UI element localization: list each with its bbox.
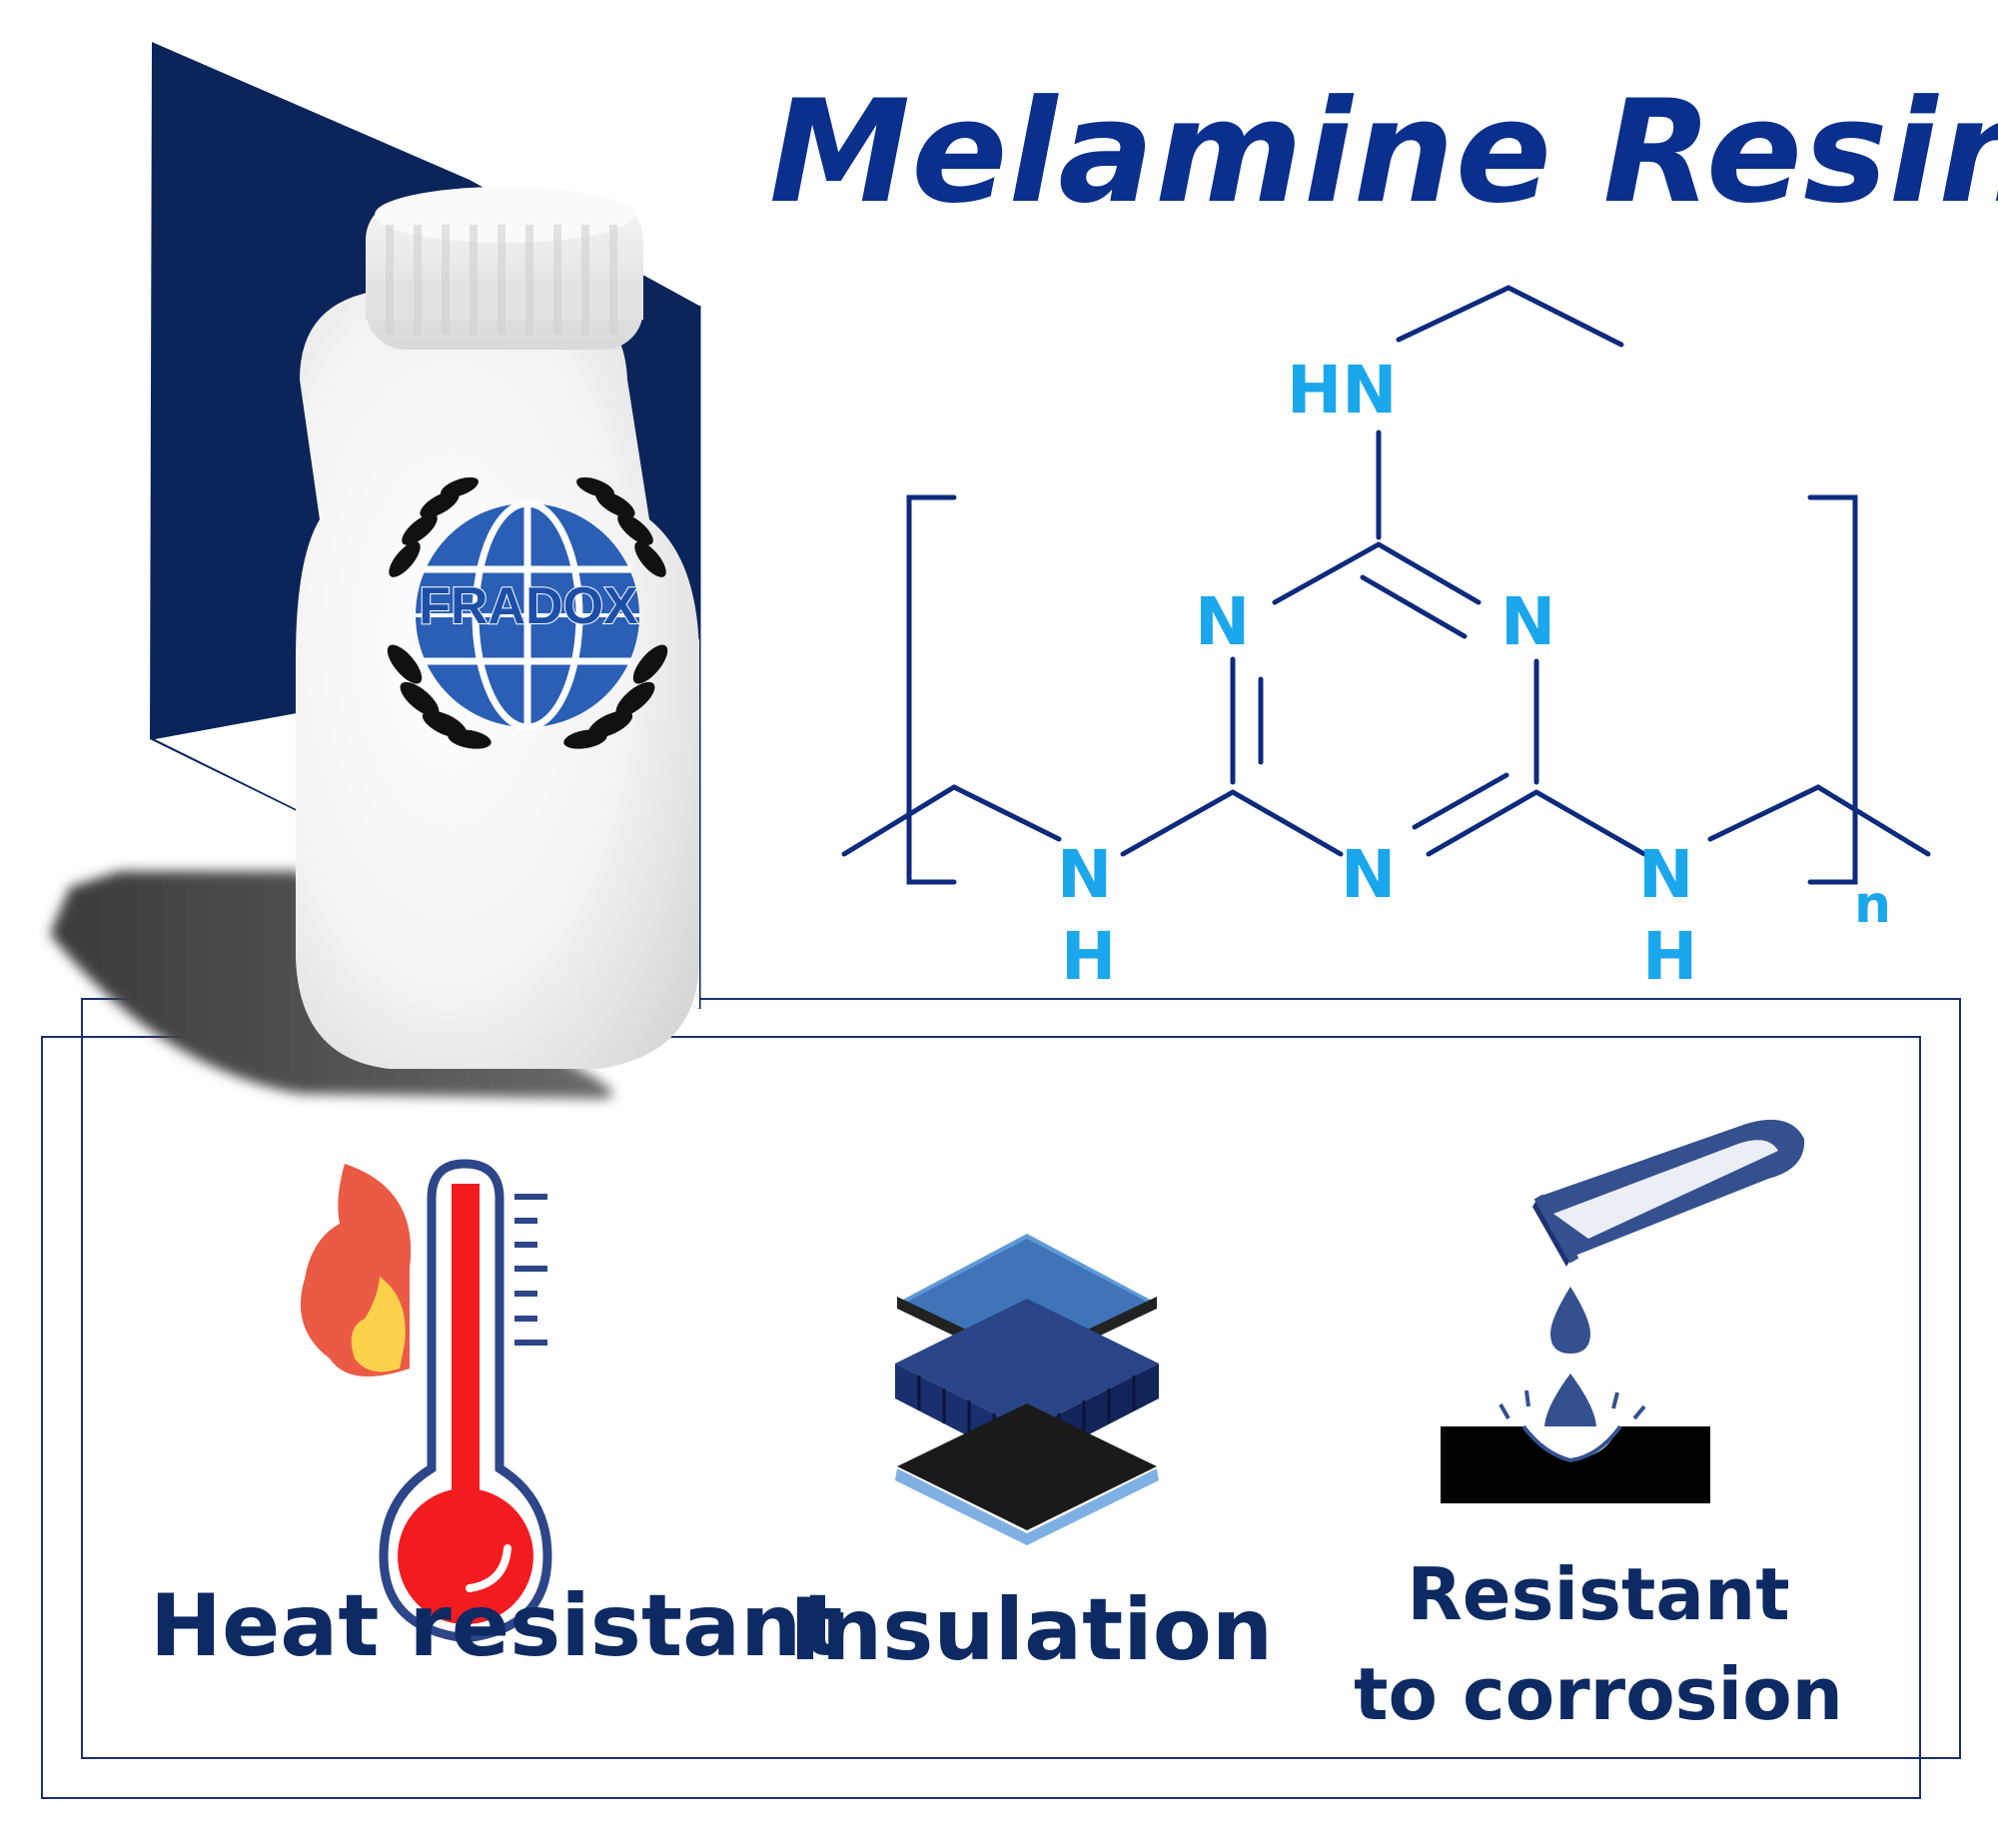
corrosion-label-line1: Resistant	[1407, 1552, 1790, 1636]
atom-nh-left-h: H	[1061, 918, 1117, 995]
insulation-label: Insulation	[789, 1580, 1274, 1680]
outer-frame-front	[41, 1036, 1921, 1799]
surface-block	[1441, 1424, 1710, 1503]
outer-frame-back	[81, 998, 1961, 1759]
atom-n-ring-right: N	[1500, 583, 1556, 660]
atom-nh-right-h: H	[1642, 918, 1698, 995]
thermometer-icon	[379, 1159, 552, 1643]
atom-n-ring-left: N	[1195, 583, 1251, 660]
brand-logo	[387, 476, 668, 749]
brand-name: FRADOX	[418, 577, 639, 635]
corrosion-label-line2: to corrosion	[1354, 1652, 1843, 1736]
backdrop-edge	[149, 707, 291, 739]
atom-nh-right-n: N	[1638, 836, 1694, 913]
atom-nh-left-n: N	[1057, 836, 1113, 913]
molecule-bonds	[841, 285, 1931, 885]
flame-icon	[300, 1164, 412, 1377]
atom-n-ring-bottom: N	[1341, 836, 1397, 913]
heat-resistant-label: Heat resistant	[150, 1576, 843, 1676]
pipette-icon	[1532, 1119, 1805, 1267]
atom-hn-top: HN	[1287, 352, 1398, 429]
page-title: Melamine Resin	[769, 70, 1998, 235]
repeat-subscript: n	[1854, 875, 1892, 935]
layers-icon	[895, 1234, 1159, 1545]
